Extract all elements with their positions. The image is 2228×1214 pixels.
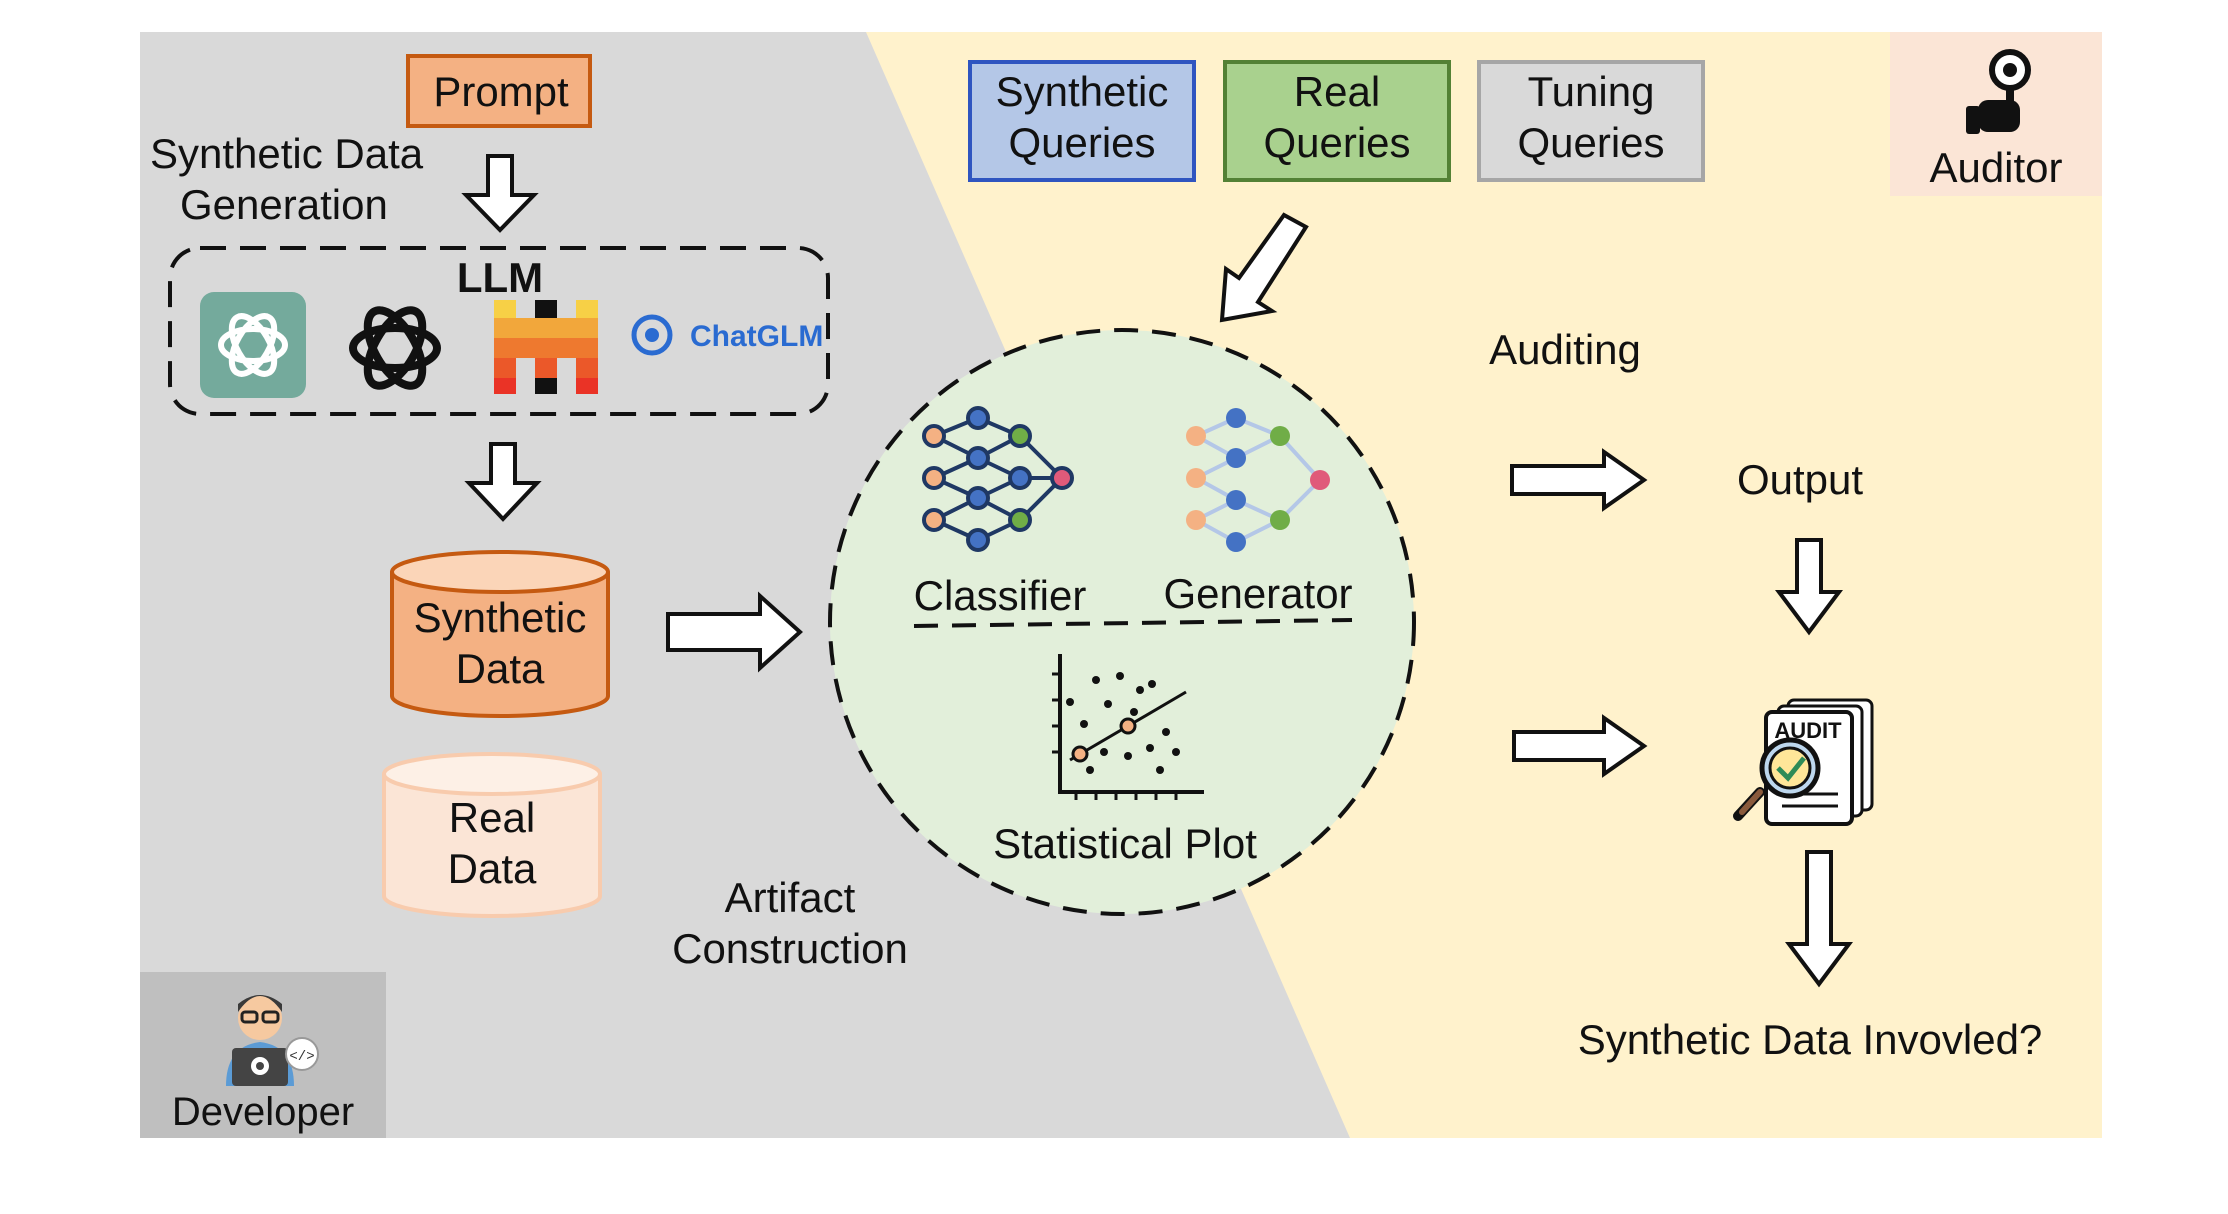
tuning-queries-label: Tuning Queries: [1479, 66, 1703, 168]
synthetic-data-line-1: Synthetic: [413, 594, 587, 641]
right-arrow-to-artifact: [666, 591, 803, 673]
mistral-icon: [494, 300, 598, 394]
synthetic-queries-label: Synthetic Queries: [970, 66, 1194, 168]
classifier-label: Classifier: [913, 572, 1087, 619]
auditing-label: Auditing: [1489, 326, 1641, 373]
tuning-queries-line-2: Queries: [1517, 119, 1665, 167]
real-queries-label: Real Queries: [1225, 66, 1449, 168]
question-label: Synthetic Data Invovled?: [1577, 1016, 2043, 1063]
scatter-plot-icon: [1052, 654, 1204, 800]
synthetic-queries-line-1: Synthetic: [995, 68, 1169, 115]
real-queries-line-1: Real: [1293, 68, 1381, 115]
artifact-divider: [913, 618, 1353, 628]
developer-icon: </>: [226, 995, 319, 1086]
auditor-label: Auditor: [1929, 144, 2063, 191]
synthetic-queries-line-2: Queries: [1008, 119, 1156, 167]
chatglm-label: ChatGLM: [690, 320, 823, 353]
openai-green-icon: [200, 292, 306, 398]
artifact-line-1: Artifact: [724, 874, 856, 921]
synthetic-data-cylinder: [390, 550, 610, 718]
real-queries-line-2: Queries: [1263, 119, 1411, 167]
classifier-network-icon: [922, 406, 1074, 552]
llm-title: LLM: [456, 254, 544, 301]
audit-document-icon: AUDIT: [1733, 698, 1874, 826]
chatglm-icon: ChatGLM: [631, 314, 823, 356]
tuning-queries-line-1: Tuning: [1527, 68, 1655, 115]
prompt-label: Prompt: [433, 68, 569, 115]
right-arrow-to-output: [1510, 448, 1648, 512]
real-data-cylinder: [382, 752, 602, 918]
sdg-line-2: Generation: [180, 181, 388, 229]
svg-text:</>: </>: [289, 1049, 314, 1065]
real-data-line-2: Data: [447, 845, 537, 893]
down-arrow-llm: [464, 442, 542, 522]
developer-label: Developer: [171, 1090, 355, 1134]
real-data-label: Real Data: [384, 792, 600, 894]
tuning-queries-box: [1477, 60, 1705, 182]
synthetic-data-line-2: Data: [455, 645, 545, 693]
down-arrow-prompt: [461, 154, 539, 233]
generator-network-icon: [1186, 408, 1330, 552]
right-arrow-to-audit: [1512, 714, 1648, 778]
synthetic-data-generation-label: Synthetic Data Generation: [150, 128, 440, 230]
auditor-icon: [1966, 49, 2031, 134]
down-arrow-output: [1775, 538, 1843, 636]
llm-group-box: [168, 246, 830, 416]
artifact-construction-label: Artifact Construction: [640, 872, 940, 974]
statistical-plot-label: Statistical Plot: [993, 820, 1257, 867]
generator-label: Generator: [1163, 570, 1353, 617]
real-data-line-1: Real: [448, 794, 536, 841]
openai-black-icon: [349, 306, 441, 390]
output-label: Output: [1736, 456, 1864, 503]
artifact-line-2: Construction: [672, 925, 908, 973]
sdg-line-1: Synthetic Data: [150, 130, 424, 177]
synthetic-queries-box: [968, 60, 1196, 182]
prompt-box: [406, 54, 592, 128]
real-queries-box: [1223, 60, 1451, 182]
synthetic-data-label: Synthetic Data: [392, 592, 608, 694]
down-arrow-question: [1785, 850, 1853, 988]
queries-to-artifact-arrow: [1219, 212, 1309, 323]
